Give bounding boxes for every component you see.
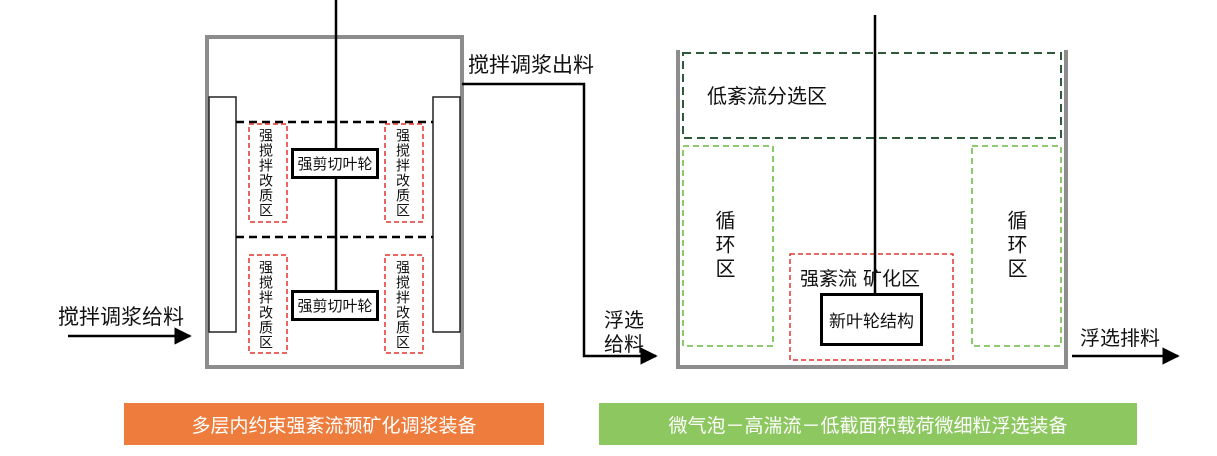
circulation-zone-left-label: 循环区 [712,210,736,282]
left-feed-label: 搅拌调浆给料 [58,305,184,329]
stir-zone-top-right [384,123,424,223]
left-caption: 多层内约束强紊流预矿化调浆装备 [124,403,544,445]
low-turbulence-zone-box [682,52,1062,139]
zone-label-top-right: 强搅拌改质区 [394,128,410,218]
right-feed-label-line1: 浮选 [604,308,644,332]
discharge-label: 浮选排料 [1080,326,1160,350]
impeller-top: 强剪切叶轮 [291,148,379,179]
low-turbulence-zone-label: 低紊流分选区 [707,84,827,108]
stir-zone-bottom-right [384,254,424,354]
left-out-label: 搅拌调浆出料 [468,53,594,77]
stir-zone-top-left [248,123,288,223]
impeller-bottom: 强剪切叶轮 [291,290,379,321]
right-baffle [432,96,461,333]
right-feed-label-line2: 给料 [604,332,644,356]
left-tank [205,35,464,369]
circulation-zone-left-box [682,145,774,347]
right-tank [676,50,1068,369]
zone-label-bottom-left: 强搅拌改质区 [257,260,273,350]
stir-zone-bottom-left [248,254,288,354]
new-impeller: 新叶轮结构 [820,293,923,346]
circulation-zone-right-box [971,145,1062,347]
circulation-zone-right-label: 循环区 [1004,210,1028,282]
strong-turbulence-zone-box [789,253,954,361]
transfer-line [462,82,658,365]
strong-turbulence-zone-label: 强紊流 矿化区 [800,268,921,290]
right-caption: 微气泡－高湍流－低截面积载荷微细粒浮选装备 [599,403,1137,445]
zone-label-bottom-right: 强搅拌改质区 [394,260,410,350]
left-baffle [208,96,237,333]
zone-label-top-left: 强搅拌改质区 [257,128,273,218]
